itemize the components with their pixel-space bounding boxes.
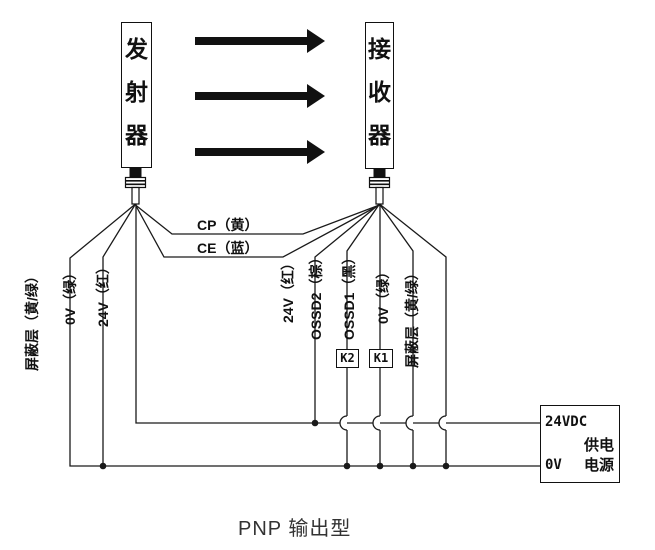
wire-hop-icon <box>372 415 381 431</box>
psu-name-line1: 供电 <box>584 437 615 454</box>
wire-tx-shield-and-0v-rail <box>69 203 540 467</box>
beam-arrow-icon <box>195 140 325 164</box>
rx-wire-label-24v: 24V（红） <box>280 256 296 323</box>
rx-wire-label-ossd1: OSSD1（黑） <box>341 250 357 340</box>
transmitter-connector <box>124 168 147 205</box>
junction-dot <box>442 462 450 470</box>
connector-stub <box>129 168 142 178</box>
psu-name-line2: 电源 <box>584 457 615 474</box>
connector-cable <box>131 186 140 205</box>
beam-arrow-icon <box>195 29 325 53</box>
cp-wire-label: CP（黄） <box>197 217 259 233</box>
rx-wire-label-ossd2: OSSD2（棕） <box>308 250 324 340</box>
tx-wire-label-24v: 24V（红） <box>95 260 111 327</box>
tx-wire-label-shield: 屏蔽层（黄/绿） <box>24 269 40 371</box>
wire-rx-24v <box>314 203 380 423</box>
wire-hop-icon <box>339 415 348 431</box>
wires <box>69 203 540 467</box>
wire-cp <box>135 204 380 235</box>
junction-dots <box>99 419 450 470</box>
connector-cable <box>375 186 384 205</box>
power-supply-box: 24VDC 0V 供电 电源 <box>540 405 620 483</box>
transmitter-box: 发射器 <box>121 22 152 168</box>
wire-hop-icon <box>438 415 447 431</box>
junction-dot <box>376 462 384 470</box>
junction-dot <box>311 419 319 427</box>
junction-dot <box>409 462 417 470</box>
beam-arrows <box>195 29 325 164</box>
rx-wire-label-shield: 屏蔽层（黄/绿） <box>404 266 420 368</box>
wire-hops <box>339 415 447 431</box>
ce-wire-label: CE（蓝） <box>197 240 259 256</box>
wire-ce <box>134 204 380 258</box>
diagram-caption: PNP 输出型 <box>238 518 352 540</box>
connector-nut <box>368 176 391 189</box>
junction-dot <box>99 462 107 470</box>
wire-rx-0v <box>378 203 414 466</box>
wire-tx-0v <box>102 203 137 466</box>
rx-wire-label-0v: 0V（绿） <box>375 264 391 324</box>
relay-k2-box: K2 <box>336 349 359 368</box>
wire-rx-shield <box>379 203 447 466</box>
relay-k1-box: K1 <box>369 349 393 368</box>
connector-stub <box>373 168 386 178</box>
connector-nut <box>124 176 147 189</box>
receiver-connector <box>368 168 391 205</box>
beam-arrow-icon <box>195 84 325 108</box>
wire-hop-icon <box>405 415 414 431</box>
psu-terminal-24vdc: 24VDC <box>545 414 588 430</box>
junction-dot <box>343 462 351 470</box>
tx-wire-label-0v: 0V（绿） <box>62 265 78 325</box>
receiver-box: 接收器 <box>365 22 394 169</box>
psu-terminal-0v: 0V <box>545 457 562 473</box>
wire-tx-24v-and-24vdc-rail <box>135 204 540 424</box>
